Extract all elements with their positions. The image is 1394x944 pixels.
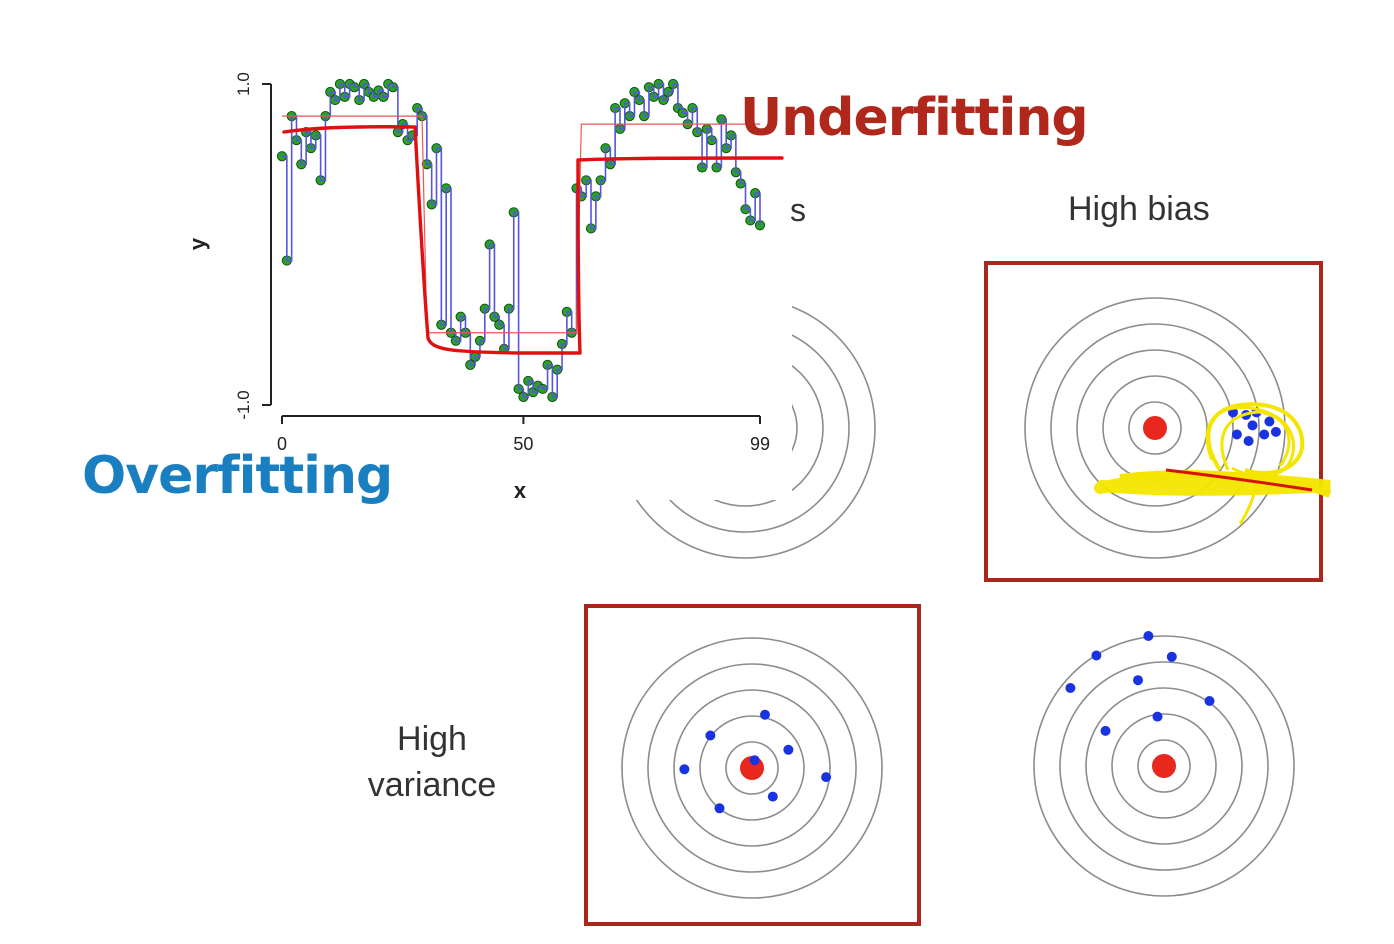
target-ring [621, 637, 883, 899]
shot [1264, 416, 1275, 427]
high-variance-frame [584, 604, 921, 926]
x-tick-label: 0 [277, 434, 287, 454]
high-variance-target [621, 637, 883, 899]
y-tick-label: 1.0 [234, 72, 253, 96]
shot [760, 709, 770, 720]
bullseye [1152, 754, 1176, 778]
target-ring [1085, 687, 1243, 845]
shot [1091, 650, 1102, 661]
target-ring [1128, 401, 1182, 455]
bullseye [1143, 416, 1167, 440]
shot [1259, 429, 1270, 440]
target-ring [647, 663, 857, 873]
shot [1243, 436, 1254, 446]
target-ring [699, 715, 805, 821]
shot [1065, 683, 1076, 693]
shot [714, 803, 725, 814]
overfitting-label: Overfitting [82, 446, 393, 506]
shot [1247, 420, 1258, 431]
y-axis-label: y [185, 237, 210, 250]
fit-chart: 0 50 99 -1.0 1.0 x y [185, 60, 792, 503]
marker-fit-line [282, 125, 784, 355]
shot [783, 744, 794, 755]
shot [1166, 651, 1177, 662]
shot [1133, 675, 1143, 686]
y-tick-label: -1.0 [234, 390, 253, 419]
target-ring [725, 741, 779, 795]
shot [1270, 426, 1281, 437]
target-ring [1033, 635, 1295, 897]
target-ring [1076, 349, 1234, 507]
target-ring [1059, 661, 1269, 871]
high-variance-label: High variance [362, 716, 502, 808]
x-axis-label: x [514, 478, 527, 503]
x-tick-label: 50 [513, 434, 533, 454]
shot [1231, 429, 1242, 440]
shot [1143, 631, 1154, 641]
target-ring [1137, 739, 1191, 793]
x-tick-label: 99 [750, 434, 770, 454]
shot [705, 730, 716, 741]
shot [767, 791, 778, 802]
shot [749, 755, 760, 766]
target-ring [1050, 323, 1260, 533]
high-variance-line2: variance [367, 766, 497, 804]
high-bias-label: High bias [1068, 190, 1210, 228]
axis-ticks: 0 50 99 -1.0 1.0 x y [185, 72, 770, 503]
high-bias-target [1024, 297, 1286, 559]
high-bias-frame [984, 261, 1323, 582]
underfitting-label: Underfitting [740, 88, 1089, 148]
shot [679, 764, 690, 775]
shot [1100, 725, 1111, 736]
highlighter-scribble [1094, 402, 1332, 525]
high-variance-line1: High [397, 720, 467, 758]
shot [1204, 696, 1215, 706]
true-function-line [282, 115, 760, 334]
partial-label: s [790, 192, 806, 228]
fit-lines [282, 83, 784, 398]
shot [1152, 711, 1163, 722]
target-ring [673, 689, 831, 847]
overfit-line [282, 83, 761, 398]
high-variance-high-bias-target [1033, 631, 1295, 897]
shot [821, 772, 832, 783]
target-ring [1111, 713, 1217, 819]
